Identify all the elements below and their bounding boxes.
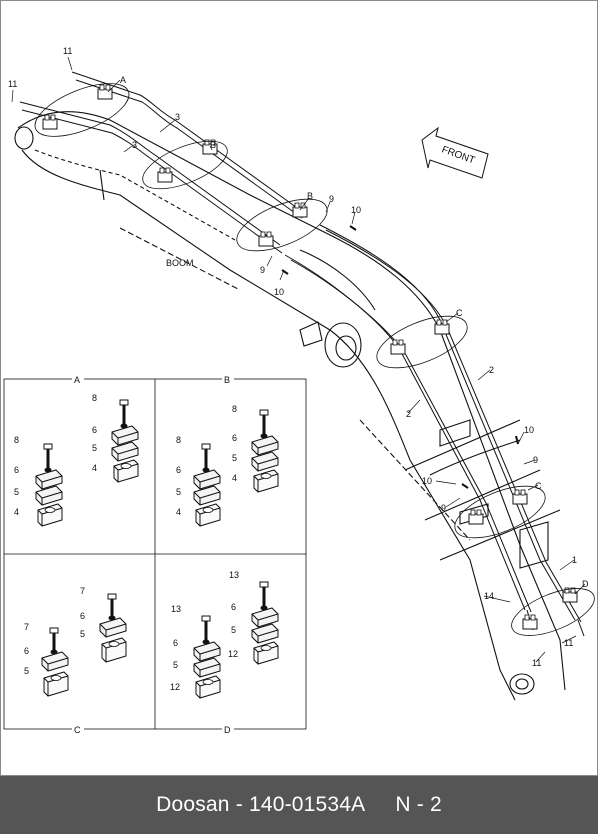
boom-body	[14, 111, 566, 701]
detail-D: D 13 6 5 12 13 6 5 12	[170, 570, 280, 735]
svg-text:9: 9	[260, 265, 265, 275]
svg-text:4: 4	[176, 507, 181, 517]
detail-grid	[3, 378, 307, 730]
svg-text:14: 14	[484, 591, 494, 601]
svg-text:6: 6	[231, 602, 236, 612]
part-number: Doosan - 140-01534A	[156, 793, 366, 816]
svg-text:C: C	[456, 308, 463, 318]
svg-text:B: B	[224, 375, 230, 385]
detail-circles	[34, 83, 595, 636]
svg-text:13: 13	[229, 570, 239, 580]
svg-text:7: 7	[80, 586, 85, 596]
svg-text:B: B	[210, 140, 216, 150]
svg-text:5: 5	[14, 487, 19, 497]
svg-text:6: 6	[173, 638, 178, 648]
svg-text:8: 8	[92, 393, 97, 403]
footer-bar: Doosan - 140-01534A N - 2	[0, 776, 598, 834]
svg-text:2: 2	[406, 409, 411, 419]
svg-text:A: A	[74, 375, 80, 385]
detail-A: A 8 6 5 4 8 6 5 4	[14, 374, 140, 528]
svg-text:11: 11	[8, 79, 17, 89]
svg-text:C: C	[74, 725, 81, 735]
svg-text:9: 9	[329, 194, 334, 204]
svg-text:10: 10	[351, 205, 361, 215]
svg-text:10: 10	[422, 476, 432, 486]
svg-text:5: 5	[231, 625, 236, 635]
page-number: N - 2	[395, 793, 442, 816]
main-callouts: 11 11 A 3 3 B B 9 10 9 10 C 2 2 10 9 10 …	[8, 46, 589, 668]
callout-A: A	[120, 75, 126, 85]
pipes-upper	[19, 71, 303, 254]
boom-label: BOOM	[166, 258, 194, 268]
boom-piping-drawing: FRONT BOOM 11 11 A 3 3 B	[3, 46, 595, 735]
detail-B: B 8 6 5 4 8 6 5 4	[176, 374, 280, 528]
svg-text:D: D	[224, 725, 231, 735]
detail-C: C 7 6 5 7 6 5	[24, 586, 128, 735]
svg-text:10: 10	[274, 287, 284, 297]
svg-text:11: 11	[564, 638, 573, 648]
pipes-lower	[284, 224, 585, 637]
svg-text:6: 6	[176, 465, 181, 475]
svg-text:6: 6	[232, 433, 237, 443]
svg-text:5: 5	[80, 629, 85, 639]
svg-text:1: 1	[572, 555, 577, 565]
svg-text:4: 4	[232, 473, 237, 483]
svg-text:4: 4	[92, 463, 97, 473]
svg-text:9: 9	[441, 503, 446, 513]
svg-text:11: 11	[532, 658, 541, 668]
svg-text:C: C	[535, 481, 542, 491]
leaders	[11, 56, 586, 663]
svg-text:7: 7	[24, 622, 29, 632]
svg-text:13: 13	[171, 604, 181, 614]
svg-text:8: 8	[176, 435, 181, 445]
svg-text:10: 10	[524, 425, 534, 435]
svg-text:9: 9	[533, 455, 538, 465]
svg-text:5: 5	[232, 453, 237, 463]
svg-text:4: 4	[14, 507, 19, 517]
svg-text:D: D	[582, 579, 589, 589]
front-arrow: FRONT	[421, 126, 489, 179]
svg-text:3: 3	[175, 112, 180, 122]
svg-text:6: 6	[92, 425, 97, 435]
svg-text:12: 12	[170, 682, 180, 692]
boom-clamps	[42, 84, 578, 630]
svg-text:5: 5	[92, 443, 97, 453]
svg-text:6: 6	[24, 646, 29, 656]
svg-text:2: 2	[489, 365, 494, 375]
svg-text:5: 5	[24, 666, 29, 676]
svg-text:8: 8	[232, 404, 237, 414]
svg-text:6: 6	[80, 611, 85, 621]
bolts	[281, 225, 519, 489]
svg-text:11: 11	[63, 46, 72, 56]
svg-text:12: 12	[228, 649, 238, 659]
svg-text:5: 5	[173, 660, 178, 670]
svg-text:B: B	[307, 191, 313, 201]
svg-text:3: 3	[132, 140, 137, 150]
svg-text:8: 8	[14, 435, 19, 445]
svg-text:6: 6	[14, 465, 19, 475]
svg-text:5: 5	[176, 487, 181, 497]
